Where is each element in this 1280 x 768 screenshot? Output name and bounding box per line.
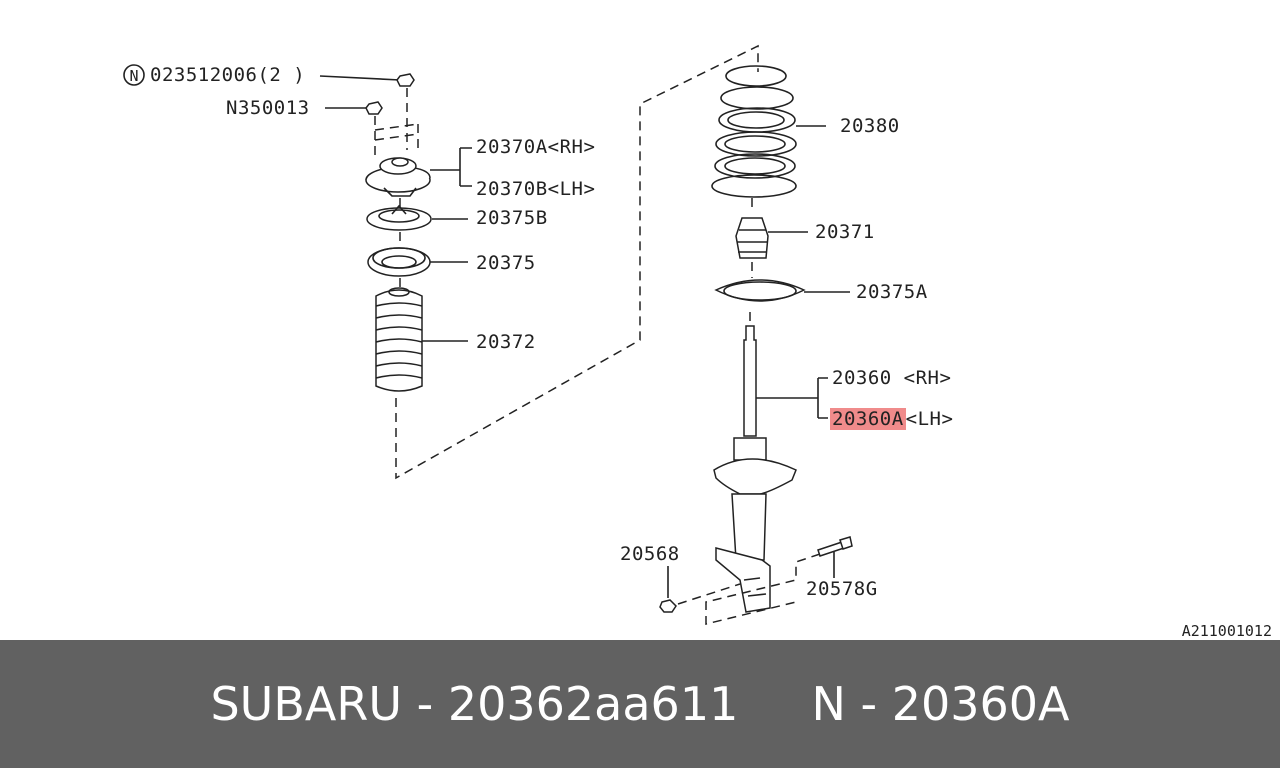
leader-023512006 (319, 75, 401, 81)
nut-023512006 (396, 73, 415, 87)
label-023512006: 023512006(2 ) (150, 64, 306, 86)
label-20370b-lh: 20370B<LH> (476, 178, 596, 200)
bolt-20578g (817, 536, 853, 557)
part-number-caption: SUBARU - 20362aa611 N - 20360A (210, 677, 1070, 731)
label-20360a-lh: 20360A<LH> (830, 408, 954, 430)
n-circle-letter: N (129, 67, 138, 85)
dust-boot-20372 (375, 287, 423, 392)
insulator-20375 (367, 247, 431, 277)
label-20370a-rh: 20370A<RH> (476, 136, 596, 158)
label-20360-rh: 20360 <RH> (832, 367, 952, 389)
assembly-connector-dashed (395, 44, 759, 480)
label-20375a: 20375A (856, 281, 928, 303)
nut-n350013 (365, 101, 383, 115)
footer-bar: SUBARU - 20362aa611 N - 20360A (0, 640, 1280, 768)
spring-seat-20375a (714, 279, 806, 302)
label-20371: 20371 (815, 221, 875, 243)
label-20360a-side: <LH> (905, 408, 954, 430)
bump-stop-20371 (735, 217, 769, 259)
label-20578g: 20578G (806, 578, 878, 600)
reference-code: A211001012 (1181, 622, 1272, 640)
label-20380: 20380 (840, 115, 900, 137)
coil-spring-20380 (711, 65, 797, 198)
label-20375: 20375 (476, 252, 536, 274)
spring-seat-20375b (366, 204, 432, 231)
diagram-drawing: N (123, 44, 853, 625)
n-circle-symbol: N (123, 64, 145, 86)
label-n350013: N350013 (226, 97, 310, 119)
nut-20568 (659, 599, 677, 613)
upper-mount-20370 (365, 157, 431, 197)
highlight-20360a: 20360A (830, 408, 906, 430)
label-20568: 20568 (620, 543, 680, 565)
strut-20360 (713, 325, 797, 613)
label-20375b: 20375B (476, 207, 548, 229)
parts-diagram: N (123, 44, 1272, 640)
label-20372: 20372 (476, 331, 536, 353)
